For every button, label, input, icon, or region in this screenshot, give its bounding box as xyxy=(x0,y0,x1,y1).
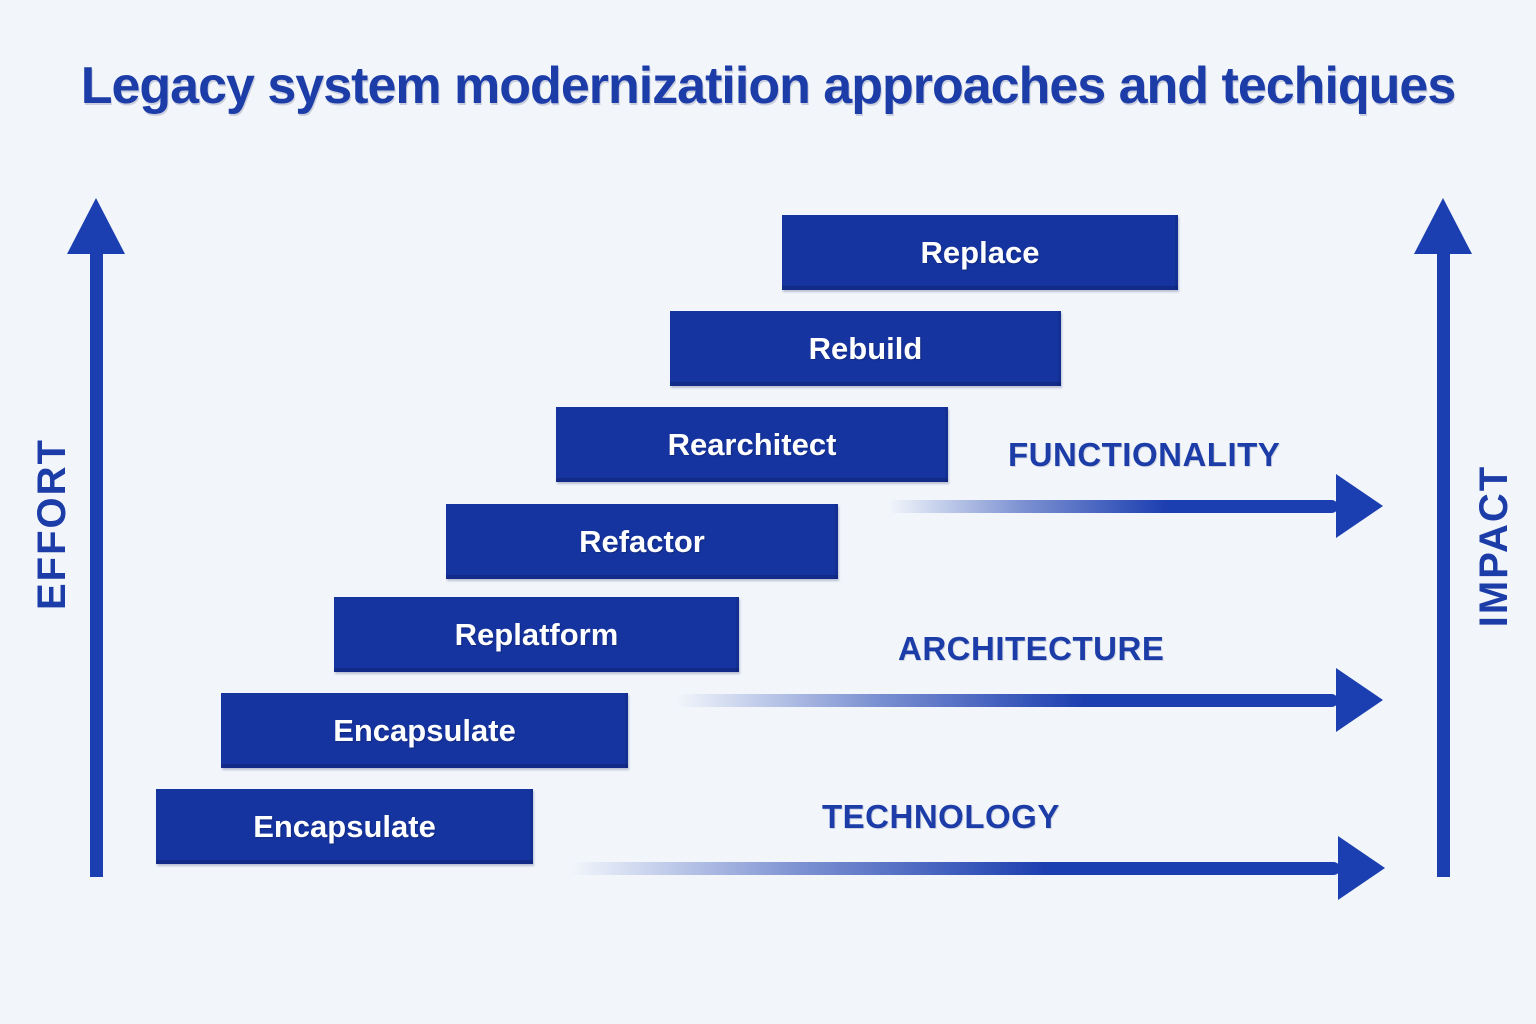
technology-arrow-line xyxy=(570,862,1340,875)
bar-replatform: Replatform xyxy=(334,597,739,672)
technology-arrow-right-icon xyxy=(1338,836,1385,900)
bar-label: Encapsulate xyxy=(253,808,436,844)
bar-replace: Replace xyxy=(782,215,1178,290)
technology-arrow-label: TECHNOLOGY xyxy=(822,798,1060,835)
bar-refactor: Refactor xyxy=(446,504,838,579)
functionality-arrow-right-icon xyxy=(1336,474,1383,538)
effort-axis-arrow-shaft xyxy=(90,248,103,877)
effort-axis-label: EFFORT xyxy=(30,438,74,610)
impact-axis-arrow-up-icon xyxy=(1414,198,1472,254)
bar-rebuild: Rebuild xyxy=(670,311,1061,386)
bar-label: Replatform xyxy=(454,616,619,652)
bar-rearchitect: Rearchitect xyxy=(556,407,948,482)
architecture-arrow-line xyxy=(676,694,1338,707)
architecture-arrow-label: ARCHITECTURE xyxy=(898,630,1165,667)
bar-label: Replace xyxy=(920,234,1040,270)
bar-label: Refactor xyxy=(579,523,705,559)
bar-encapsulate-bottom: Encapsulate xyxy=(156,789,533,864)
architecture-arrow-right-icon xyxy=(1336,668,1383,732)
functionality-arrow-line xyxy=(888,500,1338,513)
diagram-title: Legacy system modernizatiion approaches … xyxy=(80,57,1457,115)
effort-axis-arrow-up-icon xyxy=(67,198,125,254)
bar-label: Rebuild xyxy=(808,330,923,366)
impact-axis-label: IMPACT xyxy=(1472,464,1516,628)
bar-label: Rearchitect xyxy=(667,426,837,462)
impact-axis-arrow-shaft xyxy=(1437,248,1450,877)
functionality-arrow-label: FUNCTIONALITY xyxy=(1008,436,1281,473)
bar-label: Encapsulate xyxy=(333,712,516,748)
bar-encapsulate-upper: Encapsulate xyxy=(221,693,628,768)
